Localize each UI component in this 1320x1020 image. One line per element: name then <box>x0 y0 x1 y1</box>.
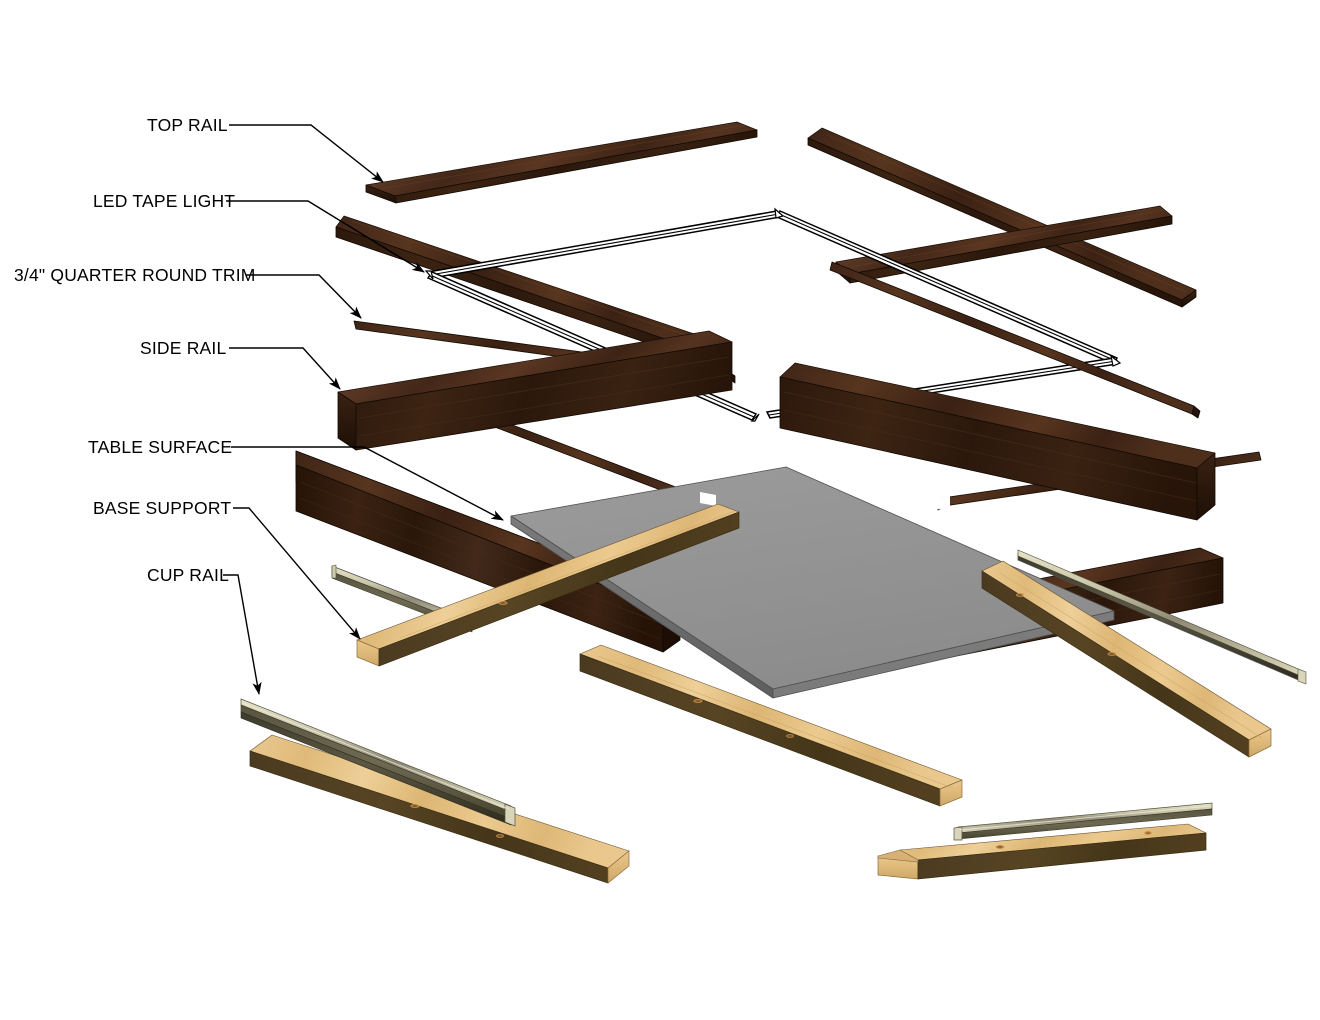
leader-quarter-round-trim <box>246 274 362 319</box>
callout-label-base-support: BASE SUPPORT <box>93 498 231 518</box>
callout-leaders <box>223 124 504 696</box>
part-base-support-2 <box>579 644 963 807</box>
leader-top-rail <box>229 124 384 183</box>
part-side-rail-right <box>779 362 1216 521</box>
leader-base-support <box>233 507 361 640</box>
part-quarter-round-trim-b <box>829 261 1201 419</box>
callout-labels: TOP RAIL LED TAPE LIGHT 3/4" QUARTER ROU… <box>14 115 256 585</box>
leader-cup-rail <box>223 574 262 696</box>
part-base-support-1 <box>356 503 740 667</box>
part-cup-rail-2 <box>1017 549 1307 685</box>
callout-label-side-rail: SIDE RAIL <box>140 338 226 358</box>
part-cup-rail-4 <box>953 802 1213 841</box>
leader-led-tape-light <box>226 200 425 273</box>
part-side-rail-left <box>337 330 733 451</box>
part-base-support-5 <box>877 823 1207 880</box>
callout-label-table-surface: TABLE SURFACE <box>88 437 232 457</box>
callout-label-cup-rail: CUP RAIL <box>147 565 229 585</box>
part-top-rail-left <box>365 121 758 204</box>
leader-table-surface <box>231 446 504 521</box>
callout-label-led-tape-light: LED TAPE LIGHT <box>93 191 235 211</box>
part-base-support-3 <box>981 560 1272 758</box>
leader-side-rail <box>229 347 341 390</box>
callout-label-quarter-round-trim: 3/4" QUARTER ROUND TRIM <box>14 265 256 285</box>
callout-label-top-rail: TOP RAIL <box>147 115 228 135</box>
part-cup-rail-3 <box>240 698 516 827</box>
part-base-support-4 <box>249 734 630 884</box>
